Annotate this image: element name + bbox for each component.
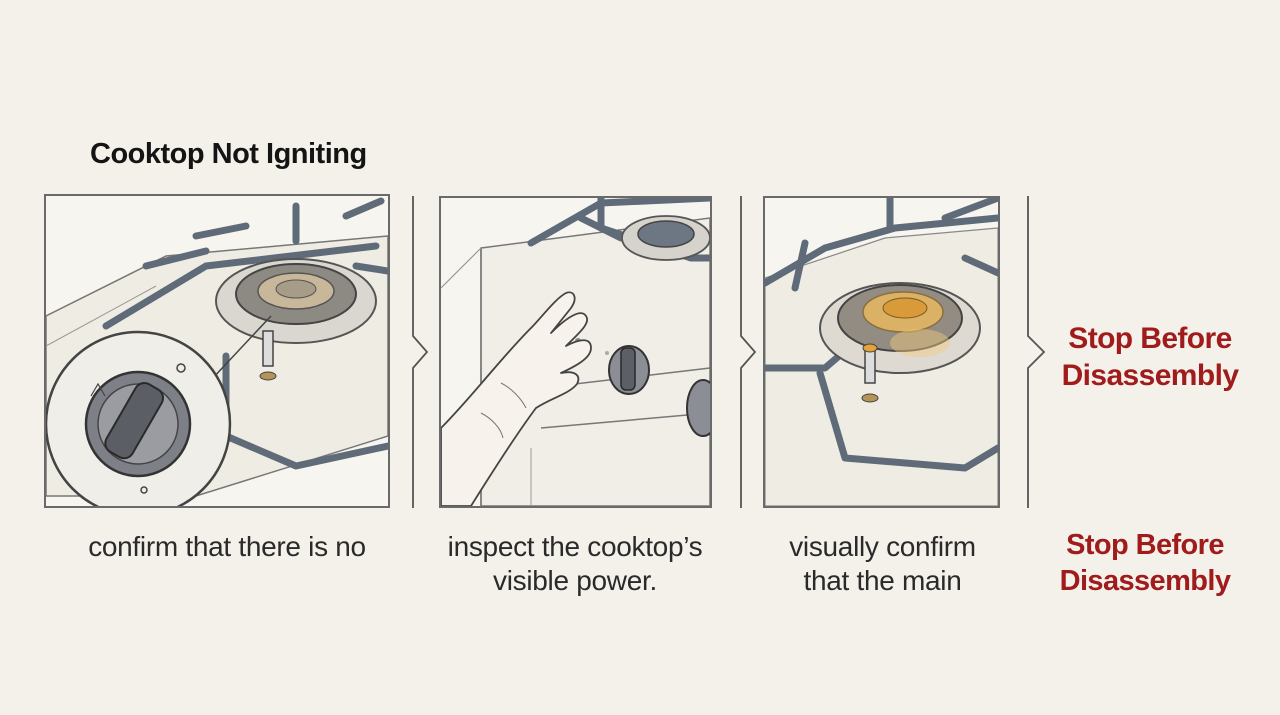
caption-line: visible power.: [493, 565, 657, 596]
caption-line: confirm that there is no: [88, 531, 366, 562]
step-3-caption: visually confirm that the main: [745, 530, 1020, 598]
step-separator: [1020, 196, 1050, 508]
step-2-caption: inspect the cooktop’s visible power.: [420, 530, 730, 598]
step-separator: [405, 196, 431, 508]
step-separator: [733, 196, 759, 508]
step-2-illustration: [439, 196, 712, 508]
warning-line: Disassembly: [1059, 565, 1231, 597]
warning-line: Disassembly: [1061, 359, 1239, 392]
warning-line: Stop Before: [1068, 322, 1232, 355]
burner-knob-closeup-icon: [46, 197, 388, 506]
stop-warning-label: Stop Before Disassembly: [1050, 320, 1250, 394]
caption-line: inspect the cooktop’s: [447, 531, 703, 562]
burner-igniter-icon: [765, 198, 998, 506]
caption-line: that the main: [803, 565, 962, 596]
step-3-illustration: [763, 196, 1000, 508]
page-title: Cooktop Not Igniting: [90, 138, 367, 170]
caption-line: visually confirm: [789, 531, 976, 562]
warning-line: Stop Before: [1066, 529, 1224, 561]
hand-on-controls-icon: [441, 198, 710, 506]
step-1-caption: confirm that there is no: [44, 530, 410, 564]
stop-warning-caption: Stop Before Disassembly: [1045, 527, 1245, 599]
step-1-illustration: [44, 194, 390, 508]
